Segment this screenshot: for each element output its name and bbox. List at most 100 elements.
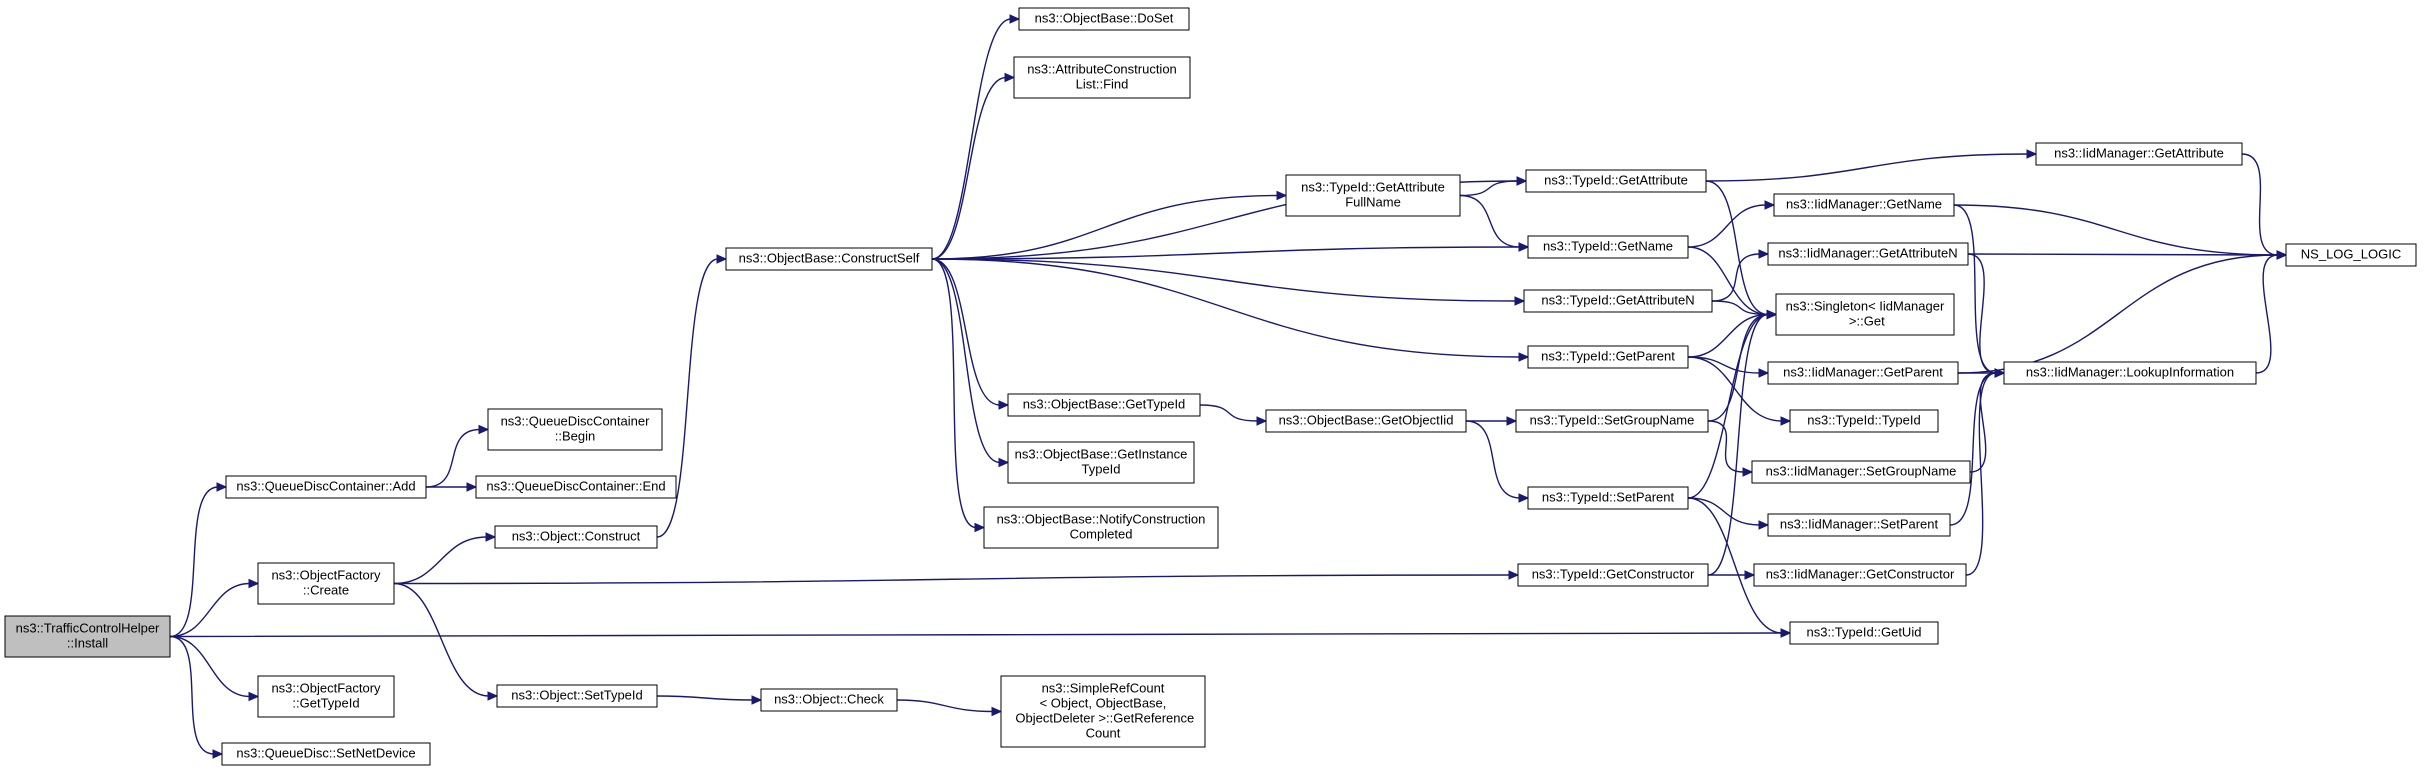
node-box-qd-setnetdevice — [221, 742, 431, 766]
node-box-qdc-end — [475, 475, 677, 499]
arrowhead-tid-getattributen-to-iid-getattributen — [1758, 249, 1770, 259]
edge-tid-getattributen-to-singleton-get — [1711, 300, 1769, 316]
node-label-obj-check-line-0: ns3::Object::Check — [774, 692, 884, 707]
node-label-iid-setparent-line-0: ns3::IidManager::SetParent — [1780, 517, 1939, 532]
node-ob-doset[interactable]: ns3::ObjectBase::DoSet — [1018, 7, 1190, 31]
node-label-qdc-begin-line-1: ::Begin — [555, 429, 595, 444]
node-ob-gettypeid[interactable]: ns3::ObjectBase::GetTypeId — [1007, 393, 1201, 417]
node-qdc-add[interactable]: ns3::QueueDiscContainer::Add — [225, 475, 427, 499]
node-box-iid-setgroupname — [1751, 460, 1971, 484]
edge-of-create-to-tid-getconstructor — [393, 574, 1511, 585]
edge-tid-getattribute-to-singleton-get — [1705, 180, 1769, 316]
node-ob-constructself[interactable]: ns3::ObjectBase::ConstructSelf — [725, 247, 933, 271]
arrowhead-obj-settypeid-to-obj-check — [751, 695, 763, 705]
edge-root-to-of-create — [169, 582, 251, 638]
node-tid-typeid[interactable]: ns3::TypeId::TypeId — [1789, 409, 1939, 433]
node-obj-construct[interactable]: ns3::Object::Construct — [494, 525, 658, 549]
node-iid-setparent[interactable]: ns3::IidManager::SetParent — [1767, 513, 1951, 537]
node-label-tid-getattrfullname-line-0: ns3::TypeId::GetAttribute — [1301, 180, 1445, 195]
node-tid-setgroupname[interactable]: ns3::TypeId::SetGroupName — [1515, 409, 1709, 433]
node-of-gettypeid[interactable]: ns3::ObjectFactory::GetTypeId — [257, 675, 395, 718]
node-label-src-getrefcount-line-3: Count — [1086, 726, 1121, 741]
node-tid-getname[interactable]: ns3::TypeId::GetName — [1527, 235, 1689, 259]
edge-obj-settypeid-to-obj-check — [656, 695, 754, 701]
node-src-getrefcount[interactable]: ns3::SimpleRefCount< Object, ObjectBase,… — [1000, 675, 1206, 748]
node-box-of-create — [257, 562, 395, 605]
edge-ob-getobjectiid-to-tid-setparent — [1465, 420, 1521, 499]
arrowhead-root-to-qd-setnetdevice — [212, 749, 224, 759]
node-iid-getattributen[interactable]: ns3::IidManager::GetAttributeN — [1767, 242, 1969, 266]
arrowhead-ob-constructself-to-tid-getparent — [1518, 352, 1530, 362]
node-iid-getname[interactable]: ns3::IidManager::GetName — [1773, 193, 1955, 217]
node-iid-lookup[interactable]: ns3::IidManager::LookupInformation — [2003, 361, 2257, 385]
node-box-qdc-begin — [487, 408, 663, 451]
node-tid-getuid[interactable]: ns3::TypeId::GetUid — [1789, 621, 1939, 645]
node-qd-setnetdevice[interactable]: ns3::QueueDisc::SetNetDevice — [221, 742, 431, 766]
edge-tid-setgroupname-to-iid-setgroupname — [1707, 420, 1745, 473]
node-iid-setgroupname[interactable]: ns3::IidManager::SetGroupName — [1751, 460, 1971, 484]
edge-ob-constructself-to-tid-getattrfullname — [931, 194, 1279, 260]
node-box-tid-getattrfullname — [1285, 174, 1461, 217]
node-label-tid-setparent-line-0: ns3::TypeId::SetParent — [1542, 490, 1675, 505]
node-box-ob-getinstancetypeid — [1007, 441, 1195, 484]
arrowhead-ob-constructself-to-tid-getattributen — [1514, 296, 1526, 306]
node-label-iid-lookup-line-0: ns3::IidManager::LookupInformation — [2026, 365, 2234, 380]
node-of-create[interactable]: ns3::ObjectFactory::Create — [257, 562, 395, 605]
node-qdc-end[interactable]: ns3::QueueDiscContainer::End — [475, 475, 677, 499]
arrowhead-root-to-qdc-add — [216, 482, 228, 492]
edge-tid-setparent-to-singleton-get — [1687, 313, 1769, 499]
node-ob-getobjectiid[interactable]: ns3::ObjectBase::GetObjectIid — [1265, 409, 1467, 433]
node-box-tid-setparent — [1527, 486, 1689, 510]
edge-tid-setparent-to-tid-getuid — [1687, 497, 1783, 634]
node-label-ns-log-logic-line-0: NS_LOG_LOGIC — [2301, 247, 2401, 262]
node-root[interactable]: ns3::TrafficControlHelper::Install — [4, 615, 171, 658]
node-label-root-line-1: ::Install — [67, 636, 108, 651]
node-ob-notify[interactable]: ns3::ObjectBase::NotifyConstructionCompl… — [983, 506, 1219, 549]
arrowhead-tid-setparent-to-iid-setparent — [1758, 520, 1770, 530]
node-tid-getattribute[interactable]: ns3::TypeId::GetAttribute — [1525, 169, 1707, 193]
node-tid-getattributen[interactable]: ns3::TypeId::GetAttributeN — [1523, 289, 1713, 313]
node-iid-getconstructor[interactable]: ns3::IidManager::GetConstructor — [1753, 563, 1967, 587]
node-iid-getparent[interactable]: ns3::IidManager::GetParent — [1767, 361, 1959, 385]
node-label-tid-getattribute-line-0: ns3::TypeId::GetAttribute — [1544, 173, 1688, 188]
node-label-ob-notify-line-1: Completed — [1070, 527, 1133, 542]
node-tid-setparent[interactable]: ns3::TypeId::SetParent — [1527, 486, 1689, 510]
node-label-ob-getinstancetypeid-line-1: TypeId — [1081, 462, 1120, 477]
edge-tid-getparent-to-iid-getparent — [1687, 356, 1761, 374]
node-box-tid-getparent — [1527, 345, 1689, 369]
edge-obj-check-to-src-getrefcount — [896, 699, 994, 713]
edge-tid-getattribute-to-iid-getattribute — [1705, 153, 2029, 182]
edge-iid-getconstructor-to-iid-lookup — [1965, 372, 1997, 576]
node-iid-getattribute[interactable]: ns3::IidManager::GetAttribute — [2035, 142, 2243, 166]
edge-of-create-to-obj-settypeid — [393, 582, 490, 697]
edge-tid-getname-to-singleton-get — [1687, 246, 1769, 316]
arrowhead-obj-construct-to-ob-constructself — [716, 254, 728, 264]
node-obj-settypeid[interactable]: ns3::Object::SetTypeId — [496, 684, 658, 708]
edge-ob-gettypeid-to-ob-getobjectiid — [1199, 404, 1259, 422]
node-ns-log-logic[interactable]: NS_LOG_LOGIC — [2285, 243, 2417, 267]
node-label-src-getrefcount-line-1: < Object, ObjectBase, — [1040, 696, 1167, 711]
node-label-of-gettypeid-line-1: ::GetTypeId — [292, 696, 359, 711]
node-tid-getparent[interactable]: ns3::TypeId::GetParent — [1527, 345, 1689, 369]
node-box-tid-getuid — [1789, 621, 1939, 645]
node-label-qd-setnetdevice-line-0: ns3::QueueDisc::SetNetDevice — [236, 746, 415, 761]
node-box-ob-notify — [983, 506, 1219, 549]
node-qdc-begin[interactable]: ns3::QueueDiscContainer::Begin — [487, 408, 663, 451]
edge-ob-constructself-to-ob-doset — [931, 18, 1012, 260]
node-box-src-getrefcount — [1000, 675, 1206, 748]
node-label-qdc-end-line-0: ns3::QueueDiscContainer::End — [486, 479, 665, 494]
edge-root-to-qd-setnetdevice — [169, 635, 215, 755]
edge-of-create-to-obj-construct — [393, 536, 488, 585]
node-box-tid-getattribute — [1525, 169, 1707, 193]
node-tid-getconstructor[interactable]: ns3::TypeId::GetConstructor — [1517, 563, 1709, 587]
node-label-tid-getuid-line-0: ns3::TypeId::GetUid — [1807, 625, 1922, 640]
node-obj-check[interactable]: ns3::Object::Check — [760, 688, 898, 712]
node-box-tid-getname — [1527, 235, 1689, 259]
node-singleton-get[interactable]: ns3::Singleton< IidManager >::Get — [1775, 293, 1955, 336]
node-label-tid-getconstructor-line-0: ns3::TypeId::GetConstructor — [1532, 567, 1695, 582]
node-label-acl-find-line-1: List::Find — [1076, 77, 1129, 92]
